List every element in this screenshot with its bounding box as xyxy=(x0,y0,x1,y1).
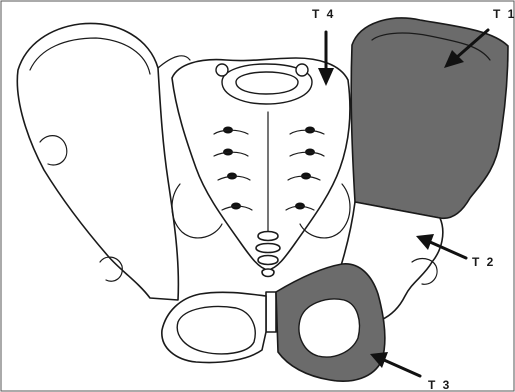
pubic-symphysis xyxy=(266,292,276,332)
label-t2: T 2 xyxy=(472,255,495,269)
label-t1: T 1 xyxy=(493,7,515,21)
label-t4: T 4 xyxy=(312,7,335,21)
left-obturator-foramen xyxy=(177,307,255,354)
label-t3: T 3 xyxy=(428,378,451,392)
right-obturator-foramen xyxy=(299,299,359,357)
s1-facet-left xyxy=(216,64,228,76)
s1-facet-right xyxy=(296,64,308,76)
s1-inner xyxy=(236,72,298,94)
